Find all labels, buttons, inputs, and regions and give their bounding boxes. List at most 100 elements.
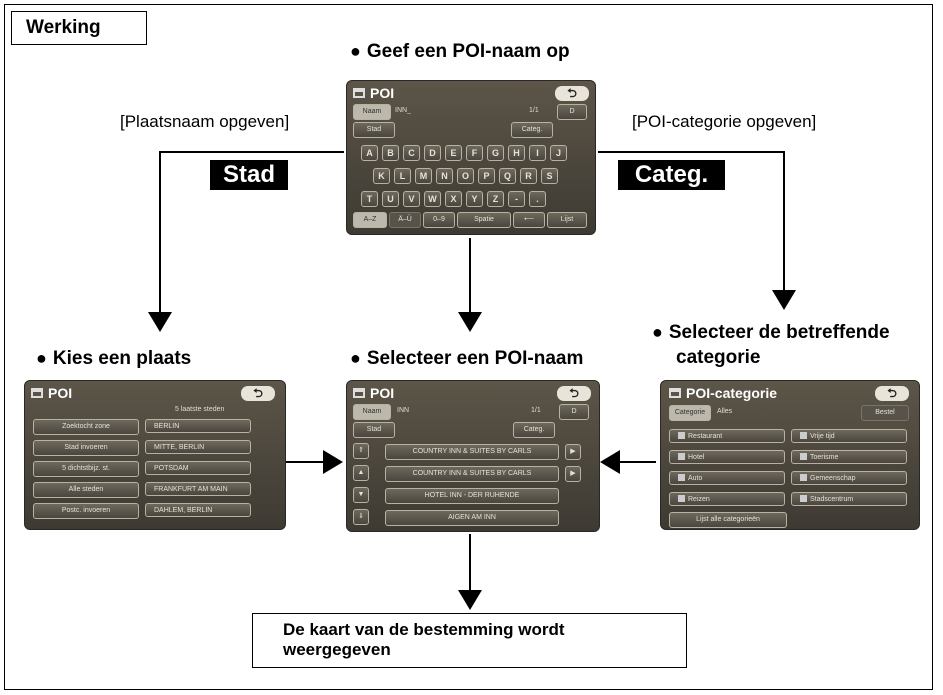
screen-title: POI xyxy=(353,85,394,101)
order-button[interactable]: Bestel xyxy=(861,405,909,421)
nearest-cities-button[interactable]: 5 dichtstbijz. st. xyxy=(33,461,139,477)
digits-button[interactable]: 0–9 xyxy=(423,212,455,228)
category-item[interactable]: Restaurant xyxy=(669,429,785,443)
leisure-icon xyxy=(800,432,807,439)
key-row1[interactable]: B xyxy=(382,145,399,161)
poi-category-note: [POI-categorie opgeven] xyxy=(632,112,817,131)
key-row2[interactable]: N xyxy=(436,168,453,184)
key-row2[interactable]: S xyxy=(541,168,558,184)
stad-button[interactable]: Stad xyxy=(353,122,395,138)
community-icon xyxy=(800,474,807,481)
back-arrow-icon[interactable]: ⮌ xyxy=(557,386,591,401)
page-count: 1/1 xyxy=(531,407,541,414)
az-button[interactable]: A–Z xyxy=(353,212,387,228)
d-button[interactable]: D xyxy=(557,104,587,120)
key-row3[interactable]: T xyxy=(361,191,378,207)
poi-list-item[interactable]: COUNTRY INN & SUITES BY CARLS xyxy=(385,466,559,482)
key-row1[interactable]: F xyxy=(466,145,483,161)
poi-list-item[interactable]: HOTEL INN - DER RUHENDE xyxy=(385,488,559,504)
key-row3[interactable]: - xyxy=(508,191,525,207)
category-item[interactable]: Auto xyxy=(669,471,785,485)
hotel-icon xyxy=(678,453,685,460)
screen-title: POI xyxy=(353,385,394,401)
category-item[interactable]: Gemeenschap xyxy=(791,471,907,485)
city-item[interactable]: BERLIN xyxy=(145,419,251,433)
key-row1[interactable]: E xyxy=(445,145,462,161)
city-item[interactable]: POTSDAM xyxy=(145,461,251,475)
top-heading: ●Geef een POI-naam op xyxy=(350,41,570,62)
place-name-note: [Plaatsnaam opgeven] xyxy=(120,112,290,131)
key-row2[interactable]: L xyxy=(394,168,411,184)
key-row2[interactable]: P xyxy=(478,168,495,184)
scroll-bottom-icon[interactable]: ⇓ xyxy=(353,509,369,525)
key-row1[interactable]: C xyxy=(403,145,420,161)
back-arrow-icon[interactable]: ⮌ xyxy=(875,386,909,401)
city-item[interactable]: FRANKFURT AM MAIN xyxy=(145,482,251,496)
list-all-categories-button[interactable]: Lijst alle categorieën xyxy=(669,512,787,528)
search-area-button[interactable]: Zoektocht zone xyxy=(33,419,139,435)
key-row2[interactable]: K xyxy=(373,168,390,184)
key-row1[interactable]: A xyxy=(361,145,378,161)
scroll-top-icon[interactable]: ⇑ xyxy=(353,443,369,459)
poi-list-screen: POI ⮌ Naam INN 1/1 D Stad Categ. ⇑ ▲ ▼ ⇓… xyxy=(346,380,600,532)
back-arrow-icon[interactable]: ⮌ xyxy=(555,86,589,101)
key-row1[interactable]: I xyxy=(529,145,546,161)
d-button[interactable]: D xyxy=(559,404,589,420)
category-item[interactable]: Toerisme xyxy=(791,450,907,464)
naam-button[interactable]: Naam xyxy=(353,104,391,120)
categ-button[interactable]: Categ. xyxy=(511,122,553,138)
city-select-screen: POI ⮌ 5 laatste steden Zoektocht zone St… xyxy=(24,380,286,530)
key-row1[interactable]: D xyxy=(424,145,441,161)
back-arrow-icon[interactable]: ⮌ xyxy=(241,386,275,401)
delete-button[interactable]: ⟵ xyxy=(513,212,545,228)
city-item[interactable]: DAHLEM, BERLIN xyxy=(145,503,251,517)
all-cities-button[interactable]: Alle steden xyxy=(33,482,139,498)
tab-category[interactable]: Categorie xyxy=(669,405,711,421)
enter-postcode-button[interactable]: Postc. invoeren xyxy=(33,503,139,519)
poi-building-icon xyxy=(353,388,365,398)
poi-building-icon xyxy=(31,388,43,398)
recent-cities-header: 5 laatste steden xyxy=(175,406,225,413)
result-line-1: De kaart van de bestemming wordt xyxy=(283,620,565,639)
key-row1[interactable]: J xyxy=(550,145,567,161)
section-tag: Werking xyxy=(11,11,147,45)
poi-list-item[interactable]: AIGEN AM INN xyxy=(385,510,559,526)
key-row3[interactable]: Y xyxy=(466,191,483,207)
key-row2[interactable]: Q xyxy=(499,168,516,184)
key-row1[interactable]: G xyxy=(487,145,504,161)
play-icon[interactable]: ▶ xyxy=(565,444,581,460)
right-heading-2: categorie xyxy=(676,347,761,368)
key-row3[interactable]: Z xyxy=(487,191,504,207)
category-item[interactable]: Stadscentrum xyxy=(791,492,907,506)
key-row3[interactable]: V xyxy=(403,191,420,207)
enter-city-button[interactable]: Stad invoeren xyxy=(33,440,139,456)
arrow-to-cities xyxy=(148,151,344,332)
poi-list-item[interactable]: COUNTRY INN & SUITES BY CARLS xyxy=(385,444,559,460)
label-categ: Categ. xyxy=(618,160,725,190)
category-item[interactable]: Vrije tijd xyxy=(791,429,907,443)
umlaut-button[interactable]: Ä–Ü xyxy=(389,212,421,228)
scroll-down-icon[interactable]: ▼ xyxy=(353,487,369,503)
key-row1[interactable]: H xyxy=(508,145,525,161)
list-button[interactable]: Lijst xyxy=(547,212,587,228)
key-row3[interactable]: W xyxy=(424,191,441,207)
key-row2[interactable]: O xyxy=(457,168,474,184)
tab-all[interactable]: Alles xyxy=(717,408,733,415)
scroll-up-icon[interactable]: ▲ xyxy=(353,465,369,481)
category-item[interactable]: Reizen xyxy=(669,492,785,506)
play-icon[interactable]: ▶ xyxy=(565,466,581,482)
key-row2[interactable]: M xyxy=(415,168,432,184)
key-row3[interactable]: U xyxy=(382,191,399,207)
key-row3[interactable]: . xyxy=(529,191,546,207)
key-row3[interactable]: X xyxy=(445,191,462,207)
stad-button[interactable]: Stad xyxy=(353,422,395,438)
key-row2[interactable]: R xyxy=(520,168,537,184)
naam-button[interactable]: Naam xyxy=(353,404,391,420)
space-button[interactable]: Spatie xyxy=(457,212,511,228)
screen-title: POI xyxy=(31,385,72,401)
city-item[interactable]: MITTE, BERLIN xyxy=(145,440,251,454)
category-item[interactable]: Hotel xyxy=(669,450,785,464)
categ-button[interactable]: Categ. xyxy=(513,422,555,438)
tourism-icon xyxy=(800,453,807,460)
